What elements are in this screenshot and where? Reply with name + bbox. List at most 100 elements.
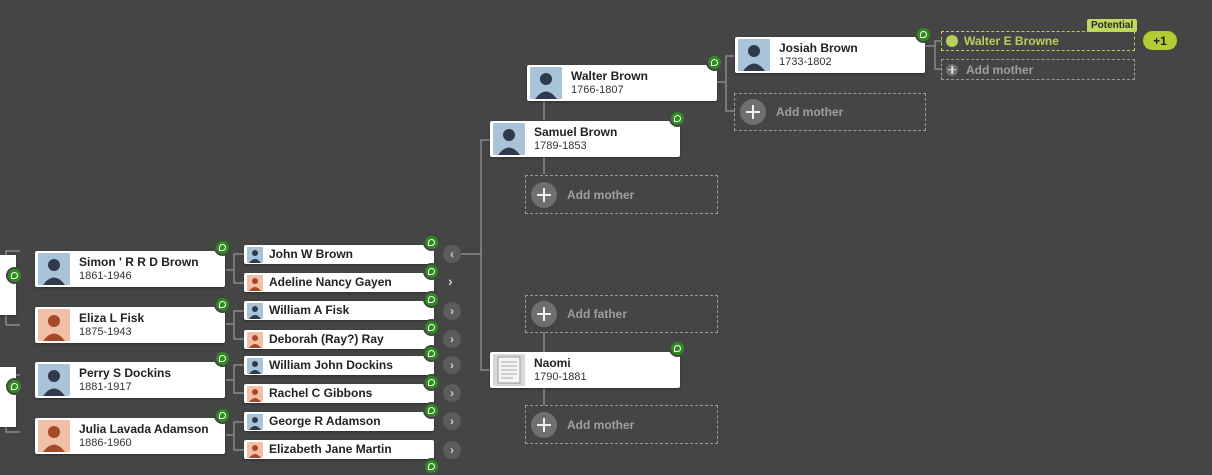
plus-icon <box>740 99 766 125</box>
leaf-hint-icon[interactable] <box>669 110 686 127</box>
person-card-simon[interactable]: Simon ' R R D Brown 1861-1946 <box>35 251 225 287</box>
person-name: Elizabeth Jane Martin <box>269 441 392 456</box>
person-card-rachel[interactable]: Rachel C Gibbons <box>244 384 434 403</box>
person-name: George R Adamson <box>269 413 381 428</box>
male-avatar-icon <box>493 123 525 155</box>
person-card-naomi[interactable]: Naomi 1790-1881 <box>490 352 680 388</box>
person-card-offscreen-1[interactable] <box>0 255 16 315</box>
leaf-hint-icon[interactable] <box>214 296 231 313</box>
leaf-hint-icon[interactable] <box>423 263 440 280</box>
leaf-hint-icon[interactable] <box>423 234 440 251</box>
person-card-walter[interactable]: Walter Brown 1766-1807 <box>527 65 717 101</box>
leaf-hint-icon[interactable] <box>915 26 932 43</box>
add-mother-josiah[interactable]: Add mother <box>941 59 1135 80</box>
person-dates: 1790-1881 <box>534 371 587 384</box>
person-dates: 1886-1960 <box>79 437 132 450</box>
person-card-elizabeth[interactable]: Elizabeth Jane Martin <box>244 440 434 459</box>
person-dates: 1766-1807 <box>571 84 624 97</box>
male-avatar-icon <box>247 246 263 263</box>
person-card-eliza[interactable]: Eliza L Fisk 1875-1943 <box>35 307 225 343</box>
plus-icon <box>946 63 958 76</box>
leaf-hint-icon[interactable] <box>214 239 231 256</box>
female-avatar-icon <box>247 331 263 348</box>
potential-match-icon <box>946 35 958 47</box>
chevron-left-icon[interactable]: ‹ <box>443 245 461 263</box>
person-dates: 1875-1943 <box>79 326 132 339</box>
potential-father-name: Walter E Browne <box>964 34 1059 48</box>
person-card-julia[interactable]: Julia Lavada Adamson 1886-1960 <box>35 418 225 454</box>
add-mother-label: Add mother <box>567 417 635 432</box>
person-name: Deborah (Ray?) Ray <box>269 331 384 346</box>
plus-icon <box>531 181 557 208</box>
leaf-hint-icon[interactable] <box>214 350 231 367</box>
chevron-right-icon[interactable]: › <box>448 273 453 289</box>
chevron-right-icon[interactable]: › <box>443 441 461 459</box>
person-name: Perry S Dockins <box>79 365 172 380</box>
leaf-hint-icon[interactable] <box>423 458 440 475</box>
leaf-hint-icon[interactable] <box>6 378 23 395</box>
male-avatar-icon <box>247 357 263 374</box>
leaf-hint-icon[interactable] <box>214 407 231 424</box>
chevron-right-icon[interactable]: › <box>443 356 461 374</box>
plus-icon <box>531 411 557 438</box>
male-avatar-icon <box>38 253 70 285</box>
person-card-adeline[interactable]: Adeline Nancy Gayen <box>244 273 434 292</box>
document-record-icon <box>493 354 525 386</box>
chevron-right-icon[interactable]: › <box>443 330 461 348</box>
leaf-hint-icon[interactable] <box>423 345 440 362</box>
person-card-william-a[interactable]: William A Fisk <box>244 301 434 320</box>
add-father-label: Add father <box>567 307 627 321</box>
female-avatar-icon <box>247 441 263 458</box>
person-name: Naomi <box>534 355 571 370</box>
person-card-perry[interactable]: Perry S Dockins 1881-1917 <box>35 362 225 398</box>
chevron-right-icon[interactable]: › <box>443 412 461 430</box>
leaf-hint-icon[interactable] <box>6 267 23 284</box>
person-card-william-j[interactable]: William John Dockins <box>244 356 434 375</box>
person-name: Eliza L Fisk <box>79 310 145 325</box>
person-name: William A Fisk <box>269 302 350 317</box>
person-name: Julia Lavada Adamson <box>79 421 209 436</box>
person-card-george[interactable]: George R Adamson <box>244 412 434 431</box>
person-name: Rachel C Gibbons <box>269 385 373 400</box>
leaf-hint-icon[interactable] <box>423 291 440 308</box>
potential-father-card[interactable]: Walter E Browne <box>941 31 1135 51</box>
add-mother-samuel[interactable]: Add mother <box>525 175 718 214</box>
person-name: Adeline Nancy Gayen <box>269 274 392 289</box>
person-card-offscreen-2[interactable] <box>0 367 16 427</box>
add-father-naomi[interactable]: Add father <box>525 295 718 333</box>
male-avatar-icon <box>247 302 263 319</box>
person-dates: 1861-1946 <box>79 270 132 283</box>
female-avatar-icon <box>38 420 70 452</box>
person-card-samuel[interactable]: Samuel Brown 1789-1853 <box>490 121 680 157</box>
add-mother-label: Add mother <box>567 187 635 202</box>
chevron-right-icon[interactable]: › <box>443 384 461 402</box>
person-name: Samuel Brown <box>534 124 618 139</box>
person-dates: 1733-1802 <box>779 56 832 69</box>
leaf-hint-icon[interactable] <box>423 319 440 336</box>
leaf-hint-icon[interactable] <box>423 374 440 391</box>
person-name: Josiah Brown <box>779 40 858 55</box>
add-mother-label: Add mother <box>776 105 844 119</box>
person-name: Simon ' R R D Brown <box>79 254 199 269</box>
add-mother-naomi[interactable]: Add mother <box>525 405 718 444</box>
potential-badge: Potential <box>1087 19 1138 32</box>
person-name: John W Brown <box>269 246 353 261</box>
person-card-josiah[interactable]: Josiah Brown 1733-1802 <box>735 37 925 73</box>
person-card-deborah[interactable]: Deborah (Ray?) Ray <box>244 330 434 349</box>
male-avatar-icon <box>247 413 263 430</box>
leaf-hint-icon[interactable] <box>423 402 440 419</box>
leaf-hint-icon[interactable] <box>669 340 686 357</box>
person-name: William John Dockins <box>269 357 393 372</box>
leaf-hint-icon[interactable] <box>706 54 723 71</box>
person-dates: 1789-1853 <box>534 140 587 153</box>
person-name: Walter Brown <box>571 68 648 83</box>
chevron-right-icon[interactable]: › <box>443 302 461 320</box>
more-potential-button[interactable]: +1 <box>1143 31 1177 50</box>
person-card-john-w[interactable]: John W Brown <box>244 245 434 264</box>
add-mother-label: Add mother <box>966 62 1034 77</box>
add-mother-walter[interactable]: Add mother <box>734 93 926 131</box>
female-avatar-icon <box>247 385 263 402</box>
male-avatar-icon <box>738 39 770 71</box>
plus-icon <box>531 301 557 327</box>
